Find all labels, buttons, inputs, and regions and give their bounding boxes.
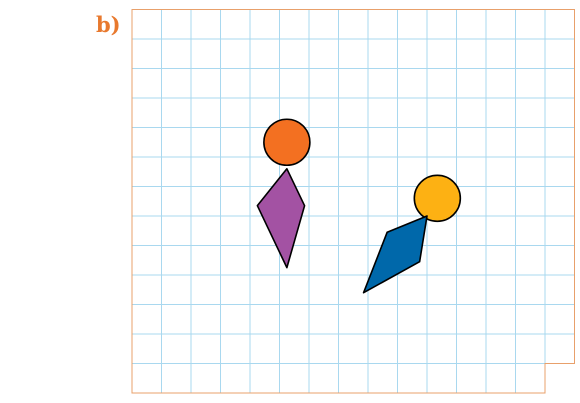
shapes	[256, 118, 462, 294]
grid-border	[131, 9, 575, 394]
blue-kite	[362, 215, 428, 294]
yellow-circle	[413, 174, 462, 223]
purple-kite	[256, 168, 306, 269]
grid-lines	[132, 9, 575, 393]
orange-circle	[263, 118, 311, 167]
figure-label: b)	[96, 12, 121, 37]
